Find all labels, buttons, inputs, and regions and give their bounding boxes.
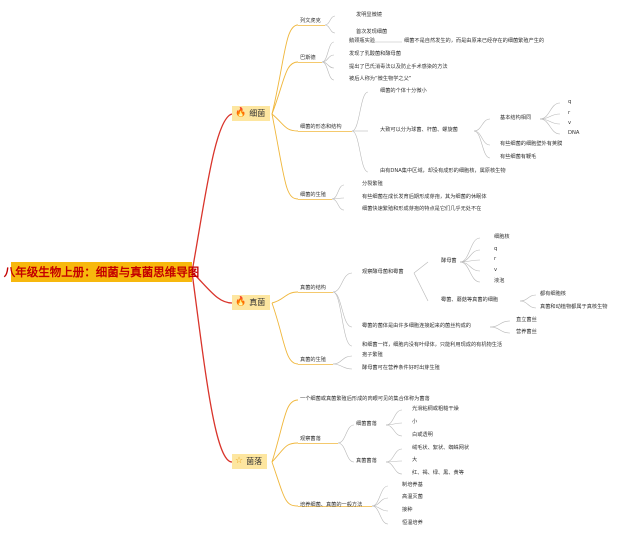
- root-title: 八年级生物上册：细菌与真菌思维导图: [4, 262, 199, 282]
- leaf-item: 有些细菌在成长发育后期形成芽孢，其为细菌的休眠体: [362, 194, 487, 200]
- leaf-item: v: [494, 267, 498, 273]
- node-observe-fungi: 观察酵母菌和霉菌: [362, 269, 404, 275]
- node-bacterial-colony: 细菌菌落: [356, 421, 377, 427]
- leaf-item: 孢子繁殖: [362, 352, 383, 358]
- branch-bacteria: 🔥 细菌: [232, 106, 271, 121]
- node-pasteur: 巴斯德: [300, 55, 316, 61]
- branch-bacteria-label: 细菌: [249, 109, 266, 118]
- leaf-item: v: [568, 120, 572, 126]
- leaf-item: 营养菌丝: [516, 329, 537, 335]
- branch-colony: ☆ 菌落: [232, 454, 268, 469]
- branch-fungi-label: 真菌: [249, 298, 266, 307]
- node-shapes: 大致可以分为球菌、杆菌、螺旋菌: [380, 127, 458, 133]
- node-leeuwenhoek: 列文虎克: [300, 18, 321, 24]
- branch-colony-label: 菌落: [246, 457, 263, 466]
- leaf-item: 有些细菌有鞭毛: [500, 154, 537, 160]
- leaf-item: 液泡: [494, 278, 505, 284]
- flame-icon: 🔥: [235, 108, 247, 118]
- leaf-item: 发明显微镜: [356, 12, 382, 18]
- node-fungi-reproduction: 真菌的生殖: [300, 357, 326, 363]
- leaf-item: 红、褐、绿、黑、黄等: [412, 470, 464, 476]
- node-observe-colony: 观察菌落: [300, 436, 321, 442]
- leaf-item: 白或透明: [412, 432, 433, 438]
- leaf-item: 酵母菌可在营养条件好时出芽生殖: [362, 365, 440, 371]
- node-yeast: 酵母菌: [441, 258, 457, 264]
- leaf-item: 被后人称为“微生物学之父”: [349, 76, 412, 82]
- leaf-item: DNA: [568, 130, 580, 136]
- leaf-item: 分裂繁殖: [362, 181, 383, 187]
- node-basic-structure: 基本结构相同: [500, 115, 532, 121]
- leaf-item: 恒温培养: [402, 520, 423, 526]
- leaf-item: 细胞核: [494, 234, 510, 240]
- leaf-item: q: [494, 246, 498, 252]
- leaf-item: 小: [412, 419, 418, 425]
- leaf-item: r: [494, 256, 497, 262]
- leaf-item: q: [568, 99, 572, 105]
- leaf-item: 高温灭菌: [402, 494, 423, 500]
- node-hyphae: 霉菌的菌体是由许多细胞连接起来的菌丝构成的: [362, 323, 471, 329]
- leaf-item: 和细菌一样，细胞内没有叶绿体，只能利用现成的有机物生活: [362, 342, 503, 348]
- leaf-item: 细菌的个体十分微小: [380, 88, 427, 94]
- node-culture-method: 培养细菌、真菌的一般方法: [300, 502, 363, 508]
- leaf-item: 光滑粘稠或粗糙干燥: [412, 406, 459, 412]
- leaf-item: 接种: [402, 507, 413, 513]
- leaf-item: 绒毛状、絮状、蜘蛛网状: [412, 445, 470, 451]
- leaf-item: 提出了巴氏消毒法以及防止手术感染的方法: [349, 64, 448, 70]
- node-mold-cells: 霉菌、蘑菇等真菌的细胞: [441, 297, 499, 303]
- node-fungi-structure: 真菌的结构: [300, 285, 326, 291]
- leaf-item: 鹅颈瓶实验: [349, 38, 375, 44]
- leaf-item: 有些细菌的细胞壁外有荚膜: [500, 141, 563, 147]
- leaf-note: 细菌不是自然发生的，而是由原来已经存在的细菌繁殖产生的: [404, 38, 545, 44]
- leaf-item: 发现了乳酸菌和酵母菌: [349, 51, 401, 57]
- star-icon: ☆: [235, 456, 244, 466]
- leaf-item: 首次发现细菌: [356, 29, 388, 35]
- node-fungal-colony: 真菌菌落: [356, 458, 377, 464]
- leaf-item: r: [568, 110, 571, 116]
- leaf-item: 制培养基: [402, 482, 423, 488]
- leaf-item: 大: [412, 457, 418, 463]
- leaf-item: 由有DNA集中区域，却没有成形的细胞核，属原核生物: [380, 168, 506, 174]
- leaf-item: 直立菌丝: [516, 317, 537, 323]
- leaf-item: 都有细胞核: [540, 291, 566, 297]
- leaf-item: 真菌和动植物都属于真核生物: [540, 304, 608, 310]
- leaf-item: 细菌快速繁殖和形成芽孢的特点是它们几乎无处不在: [362, 206, 482, 212]
- flame-icon: 🔥: [235, 297, 247, 307]
- node-bacteria-structure: 细菌的形态和结构: [300, 124, 342, 130]
- node-bacteria-reproduction: 细菌的生殖: [300, 192, 326, 198]
- node-colony-definition: 一个细菌或真菌繁殖后形成的肉眼可见的集合体称为菌落: [300, 396, 430, 402]
- branch-fungi: 🔥 真菌: [232, 295, 271, 310]
